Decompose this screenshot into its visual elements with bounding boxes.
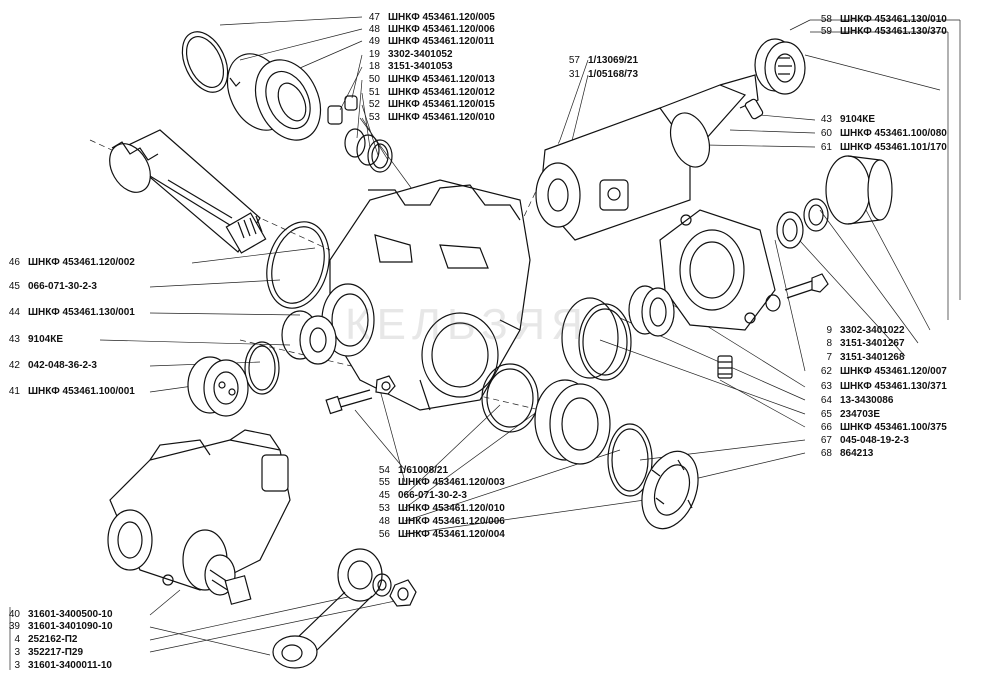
- main-housing-part: [321, 179, 531, 411]
- sleeve-right-part: [825, 155, 893, 225]
- watermark-text: КЕЛЬЗЯЯ: [345, 300, 589, 349]
- bolt-right-part: [765, 273, 829, 312]
- snap-ring-left-part: [244, 341, 280, 395]
- nut-washer-part: [372, 573, 417, 607]
- pin-right-part: [744, 98, 764, 120]
- rings-right-part: [776, 198, 829, 249]
- bearing-center-right-part: [628, 285, 675, 337]
- small-pins-part: [327, 95, 358, 125]
- o-rings-center-part: [561, 297, 632, 381]
- plug-part: [717, 355, 733, 379]
- input-shaft-part: [109, 129, 267, 254]
- bearing-left-part: [281, 310, 337, 365]
- bolt-nut-part: [325, 375, 396, 415]
- leader-lines: [9, 16, 961, 670]
- cover-plate-right-part: [659, 209, 776, 331]
- seal-lower-part: [534, 379, 611, 465]
- snap-ring-top-part: [181, 31, 229, 93]
- pitman-arm-part: [272, 548, 383, 669]
- assembled-steering-gear-part: [107, 429, 291, 605]
- seal-cup-part: [226, 53, 322, 141]
- o-rings-part: [344, 128, 393, 173]
- end-cap-left-part: [187, 356, 249, 417]
- bearing-top-right-part: [754, 38, 806, 95]
- dust-seal-part: [607, 423, 699, 530]
- o-ring-lower-part: [481, 363, 539, 433]
- o-ring-large-part: [266, 221, 330, 309]
- valve-body-part: [535, 74, 759, 241]
